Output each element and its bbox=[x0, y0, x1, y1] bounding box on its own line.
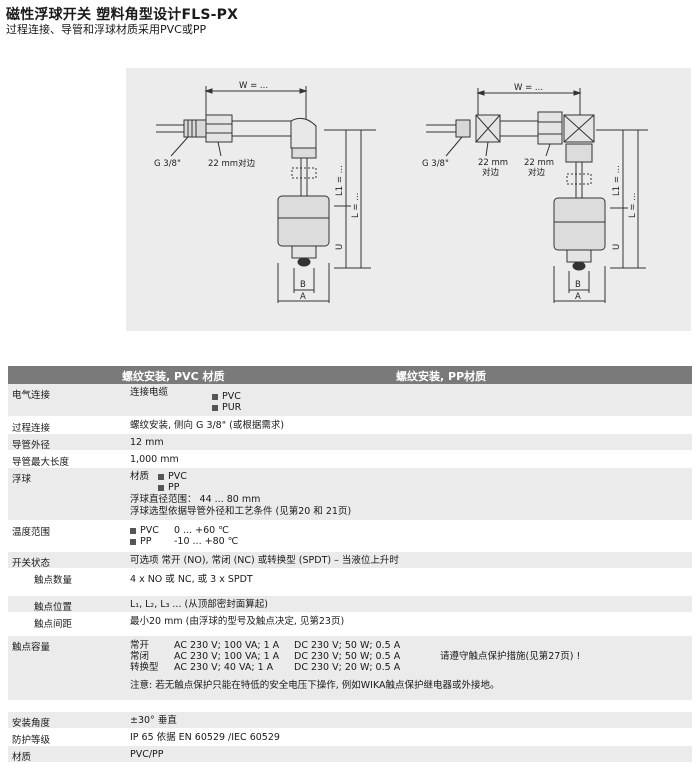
rating-type: 转换型 bbox=[130, 662, 159, 673]
rating-protection-note: 请遵守触点保护措施(见第27页) ! bbox=[440, 651, 581, 662]
left-l1-label: L1 = ... bbox=[335, 165, 345, 196]
rating-type: 常开 bbox=[130, 640, 150, 651]
row-value: 螺纹安装, 侧向 G 3/8" (或根据需求) bbox=[130, 420, 285, 431]
row-contact-rating: 触点容量 常开 常闭 转换型 AC 230 V; 100 VA; 1 A AC … bbox=[8, 636, 692, 701]
float-opt-pvc: PVC bbox=[158, 471, 187, 483]
row-value: L₁, L₂, L₃ ... (从顶部密封面算起) bbox=[130, 599, 268, 610]
col1-header: 螺纹安装, PVC 材质 bbox=[122, 370, 225, 383]
rating-dc: DC 230 V; 50 W; 0.5 A bbox=[294, 640, 401, 651]
row-value: IP 65 依据 EN 60529 /IEC 60529 bbox=[130, 732, 280, 743]
row-float: 浮球 材质 PVC PP 浮球直径范围： 44 ... 80 mm 浮球选型依据… bbox=[8, 468, 692, 521]
left-flat-label: 22 mm对边 bbox=[208, 158, 256, 169]
spec-table: 螺纹安装, PVC 材质 螺纹安装, PP材质 电气连接 连接电缆 PVC PU… bbox=[8, 366, 692, 763]
row-key: 防护等级 bbox=[12, 735, 51, 746]
row-contact-position: 触点位置 L₁, L₂, L₃ ... (从顶部密封面算起) bbox=[8, 596, 692, 613]
right-thread-label: G 3/8" bbox=[422, 159, 449, 169]
temp-pvc: PVC bbox=[130, 525, 159, 537]
float-material-label: 材质 bbox=[130, 471, 150, 482]
row-key: 导管外径 bbox=[12, 440, 51, 451]
row-key: 触点间距 bbox=[34, 619, 73, 630]
option-pur: PUR bbox=[212, 402, 241, 414]
right-w-label: W = ... bbox=[514, 83, 543, 93]
right-u-label: U bbox=[612, 244, 622, 250]
row-value: 1,000 mm bbox=[130, 454, 179, 465]
row-value: 可选项 常开 (NO), 常闭 (NC) 或转换型 (SPDT) – 当液位上升… bbox=[130, 555, 399, 566]
left-thread-label: G 3/8" bbox=[154, 159, 181, 169]
row-key: 触点位置 bbox=[34, 602, 73, 613]
row-contact-count: 触点数量 4 x NO 或 NC, 或 3 x SPDT bbox=[8, 569, 692, 596]
temp-pp-value: -10 ... +80 ℃ bbox=[174, 536, 239, 547]
float-selection: 浮球选型依据导管外径和工艺条件 (见第20 和 21页) bbox=[130, 506, 352, 517]
dimension-drawing: W = ... bbox=[126, 68, 691, 331]
row-key: 电气连接 bbox=[12, 390, 51, 401]
right-l1-label: L1 = ... bbox=[612, 165, 622, 196]
left-drawing: W = ... bbox=[154, 81, 376, 303]
right-drawing: W = ... bbox=[422, 83, 648, 303]
spec-header: 螺纹安装, PVC 材质 螺纹安装, PP材质 bbox=[8, 366, 692, 384]
row-key: 温度范围 bbox=[12, 527, 51, 538]
right-flat1-b: 对边 bbox=[482, 167, 500, 178]
row-contact-distance: 触点间距 最小20 mm (由浮球的型号及触点决定, 见第23页) bbox=[8, 613, 692, 636]
row-value: 连接电缆 bbox=[130, 387, 169, 398]
left-w-label: W = ... bbox=[239, 81, 268, 91]
rating-ac: AC 230 V; 40 VA; 1 A bbox=[174, 662, 274, 673]
row-key: 开关状态 bbox=[12, 558, 51, 569]
left-a-label: A bbox=[300, 292, 306, 302]
rating-dc: DC 230 V; 50 W; 0.5 A bbox=[294, 651, 401, 662]
page-title: 磁性浮球开关 塑料角型设计FLS-PX bbox=[6, 7, 239, 23]
page-subtitle: 过程连接、导管和浮球材质采用PVC或PP bbox=[6, 23, 207, 36]
row-key: 触点容量 bbox=[12, 642, 51, 653]
float-opt-pp: PP bbox=[158, 482, 179, 494]
row-value: 12 mm bbox=[130, 437, 164, 448]
row-protection: 防护等级 IP 65 依据 EN 60529 /IEC 60529 bbox=[8, 729, 692, 746]
row-value: PVC/PP bbox=[130, 749, 164, 760]
col2-header: 螺纹安装, PP材质 bbox=[396, 370, 487, 383]
right-flat1-a: 22 mm bbox=[478, 158, 508, 168]
left-l-label: L = ... bbox=[351, 193, 361, 218]
row-mount-angle: 安装角度 ±30° 垂直 bbox=[8, 712, 692, 729]
row-key: 过程连接 bbox=[12, 423, 51, 434]
row-key: 触点数量 bbox=[34, 575, 73, 586]
rating-ac: AC 230 V; 100 VA; 1 A bbox=[174, 640, 280, 651]
row-tube-length: 导管最大长度 1,000 mm bbox=[8, 451, 692, 468]
row-tube-diameter: 导管外径 12 mm bbox=[8, 434, 692, 451]
row-spacer bbox=[8, 701, 692, 712]
right-flat2-a: 22 mm bbox=[524, 158, 554, 168]
row-key: 导管最大长度 bbox=[12, 457, 70, 468]
right-b-label: B bbox=[575, 280, 581, 290]
row-process: 过程连接 螺纹安装, 侧向 G 3/8" (或根据需求) bbox=[8, 417, 692, 434]
left-u-label: U bbox=[335, 244, 345, 250]
row-value: 4 x NO 或 NC, 或 3 x SPDT bbox=[130, 574, 253, 585]
right-a-label: A bbox=[575, 292, 581, 302]
rating-ac: AC 230 V; 100 VA; 1 A bbox=[174, 651, 280, 662]
option-pvc: PVC bbox=[212, 391, 241, 403]
row-electrical: 电气连接 连接电缆 PVC PUR bbox=[8, 384, 692, 417]
row-key: 浮球 bbox=[12, 474, 32, 485]
row-value: 最小20 mm (由浮球的型号及触点决定, 见第23页) bbox=[130, 616, 345, 627]
right-flat2-b: 对边 bbox=[528, 167, 546, 178]
row-value: ±30° 垂直 bbox=[130, 715, 177, 726]
rating-type: 常闭 bbox=[130, 651, 150, 662]
temp-pvc-value: 0 ... +60 ℃ bbox=[174, 525, 229, 536]
row-key: 材质 bbox=[12, 752, 32, 763]
row-switch-state: 开关状态 可选项 常开 (NO), 常闭 (NC) 或转换型 (SPDT) – … bbox=[8, 552, 692, 569]
row-material: 材质 PVC/PP bbox=[8, 746, 692, 763]
right-l-label: L = ... bbox=[628, 193, 638, 218]
left-b-label: B bbox=[300, 280, 306, 290]
float-diameter: 浮球直径范围： 44 ... 80 mm bbox=[130, 494, 261, 505]
rating-dc: DC 230 V; 20 W; 0.5 A bbox=[294, 662, 401, 673]
row-key: 安装角度 bbox=[12, 718, 51, 729]
rating-warning-note: 注意: 若无触点保护只能在特低的安全电压下操作, 例如WIKA触点保护继电器或外… bbox=[130, 680, 500, 691]
temp-pp: PP bbox=[130, 536, 151, 548]
row-temperature: 温度范围 PVC 0 ... +60 ℃ PP -10 ... +80 ℃ bbox=[8, 521, 692, 552]
